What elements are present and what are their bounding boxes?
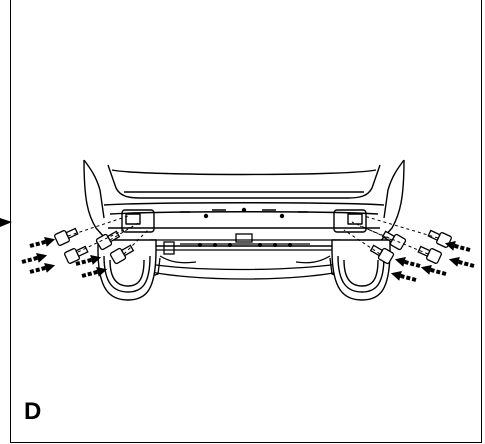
right-insertion-arrows bbox=[390, 241, 475, 282]
rear-body-panel bbox=[83, 159, 405, 247]
left-insertion-arrows bbox=[21, 237, 108, 278]
right-rear-wheel bbox=[331, 239, 391, 301]
bolt-leader-lines bbox=[67, 215, 439, 255]
pointer-arrow bbox=[0, 218, 12, 227]
panel-label: D bbox=[24, 398, 42, 425]
rear-cross-member bbox=[139, 233, 351, 280]
